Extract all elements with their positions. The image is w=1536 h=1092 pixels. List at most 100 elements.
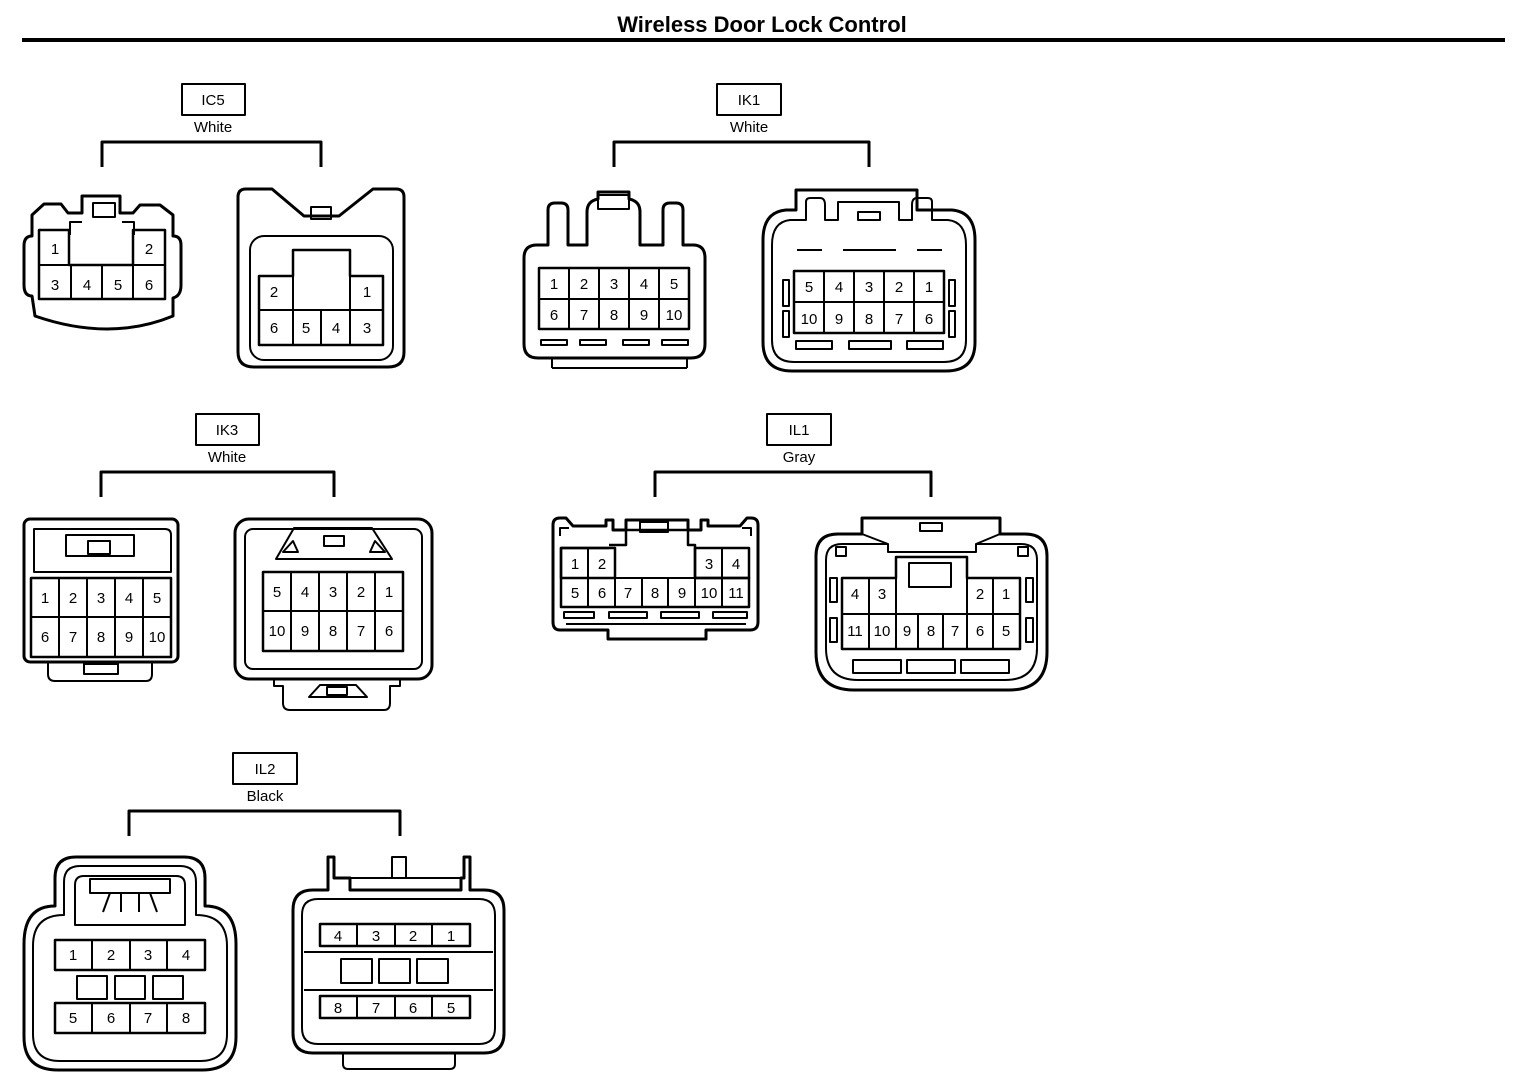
pin: 3 <box>610 276 618 293</box>
pin: 4 <box>332 320 340 337</box>
connector-code: IL2 <box>255 761 276 778</box>
pin: 9 <box>640 307 648 324</box>
connector-color: White <box>194 119 232 136</box>
pin: 1 <box>447 928 455 945</box>
pin: 6 <box>550 307 558 324</box>
pin: 5 <box>447 1000 455 1017</box>
pin: 7 <box>895 311 903 328</box>
connector-ic5: IC5 White 1 2 3 4 5 6 <box>22 83 406 369</box>
pin: 5 <box>153 590 161 607</box>
connector-color: Black <box>247 788 284 805</box>
connector-tag-box <box>181 83 246 116</box>
page-title: Wireless Door Lock Control <box>617 12 907 37</box>
pin: 1 <box>51 241 59 258</box>
connector-color: White <box>208 449 246 466</box>
pin: 8 <box>610 307 618 324</box>
pin: 4 <box>732 556 740 573</box>
pin: 6 <box>107 1010 115 1027</box>
pin: 7 <box>69 629 77 646</box>
pin: 3 <box>97 590 105 607</box>
pin: 4 <box>851 586 859 603</box>
pin: 2 <box>598 556 606 573</box>
pin: 6 <box>145 277 153 294</box>
pin: 8 <box>927 623 935 640</box>
connector-half-left: 1 2 3 4 5 6 <box>22 194 183 331</box>
pin: 5 <box>670 276 678 293</box>
connector-bracket <box>99 470 336 497</box>
pin: 3 <box>878 586 886 603</box>
pin: 9 <box>903 623 911 640</box>
pin: 10 <box>801 311 818 328</box>
connector-half-right: 2 1 6 5 4 3 <box>236 187 406 369</box>
pin: 5 <box>1002 623 1010 640</box>
connector-tag-box <box>766 413 832 446</box>
pin: 2 <box>580 276 588 293</box>
connector-tag-box <box>195 413 260 446</box>
pin: 3 <box>51 277 59 294</box>
pin: 1 <box>1002 586 1010 603</box>
pin: 4 <box>835 279 843 296</box>
connector-half-right: 4 3 2 1 11 10 9 8 7 6 5 <box>814 516 1049 692</box>
pin: 7 <box>580 307 588 324</box>
pin: 3 <box>865 279 873 296</box>
connector-half-right: 5 4 3 2 1 10 9 8 7 6 <box>761 188 977 373</box>
pin: 6 <box>976 623 984 640</box>
connector-ik1: IK1 White 1 2 <box>522 83 977 373</box>
connector-code: IL1 <box>789 422 810 439</box>
connector-ik3: IK3 White 1 2 3 4 5 <box>22 413 434 711</box>
connector-code: IK3 <box>216 422 239 439</box>
pin: 6 <box>385 623 393 640</box>
connector-il2: IL2 Black <box>22 752 506 1072</box>
pin: 5 <box>805 279 813 296</box>
pin: 4 <box>334 928 342 945</box>
pin: 1 <box>69 947 77 964</box>
pin: 2 <box>409 928 417 945</box>
connector-bracket <box>612 140 871 167</box>
pin: 6 <box>925 311 933 328</box>
pin: 10 <box>666 307 683 324</box>
pin: 5 <box>302 320 310 337</box>
pin: 9 <box>125 629 133 646</box>
pin: 9 <box>835 311 843 328</box>
pin: 2 <box>69 590 77 607</box>
connector-half-right: 5 4 3 2 1 10 9 8 7 6 <box>233 517 434 711</box>
pin: 10 <box>701 585 718 602</box>
pin: 6 <box>270 320 278 337</box>
pin: 6 <box>409 1000 417 1017</box>
pin: 4 <box>125 590 133 607</box>
pin: 3 <box>144 947 152 964</box>
pin: 8 <box>865 311 873 328</box>
pin: 3 <box>705 556 713 573</box>
pin: 3 <box>329 584 337 601</box>
pin: 1 <box>385 584 393 601</box>
pin: 5 <box>273 584 281 601</box>
pin: 8 <box>651 585 659 602</box>
connector-half-left: 1 2 3 4 5 6 7 8 9 10 <box>522 190 707 369</box>
pin: 7 <box>144 1010 152 1027</box>
pin: 3 <box>363 320 371 337</box>
pin: 5 <box>69 1010 77 1027</box>
connector-half-left: 1 2 3 4 5 6 7 8 9 10 11 <box>551 516 760 641</box>
pin: 9 <box>678 585 686 602</box>
connector-bracket <box>127 809 402 836</box>
pin: 6 <box>598 585 606 602</box>
pin: 5 <box>571 585 579 602</box>
connector-color: White <box>730 119 768 136</box>
pin: 2 <box>895 279 903 296</box>
connector-color: Gray <box>783 449 816 466</box>
pin: 2 <box>145 241 153 258</box>
connector-tag-box <box>716 83 782 116</box>
pin: 2 <box>107 947 115 964</box>
pin: 10 <box>149 629 166 646</box>
pin: 4 <box>301 584 309 601</box>
connector-bracket <box>100 140 323 167</box>
connector-tag-box <box>232 752 298 785</box>
pin: 1 <box>925 279 933 296</box>
pin: 8 <box>182 1010 190 1027</box>
pin: 7 <box>372 1000 380 1017</box>
pin: 2 <box>357 584 365 601</box>
pin: 4 <box>640 276 648 293</box>
pin: 10 <box>874 623 891 640</box>
connector-il1: IL1 Gray <box>551 413 1049 692</box>
pin: 8 <box>329 623 337 640</box>
